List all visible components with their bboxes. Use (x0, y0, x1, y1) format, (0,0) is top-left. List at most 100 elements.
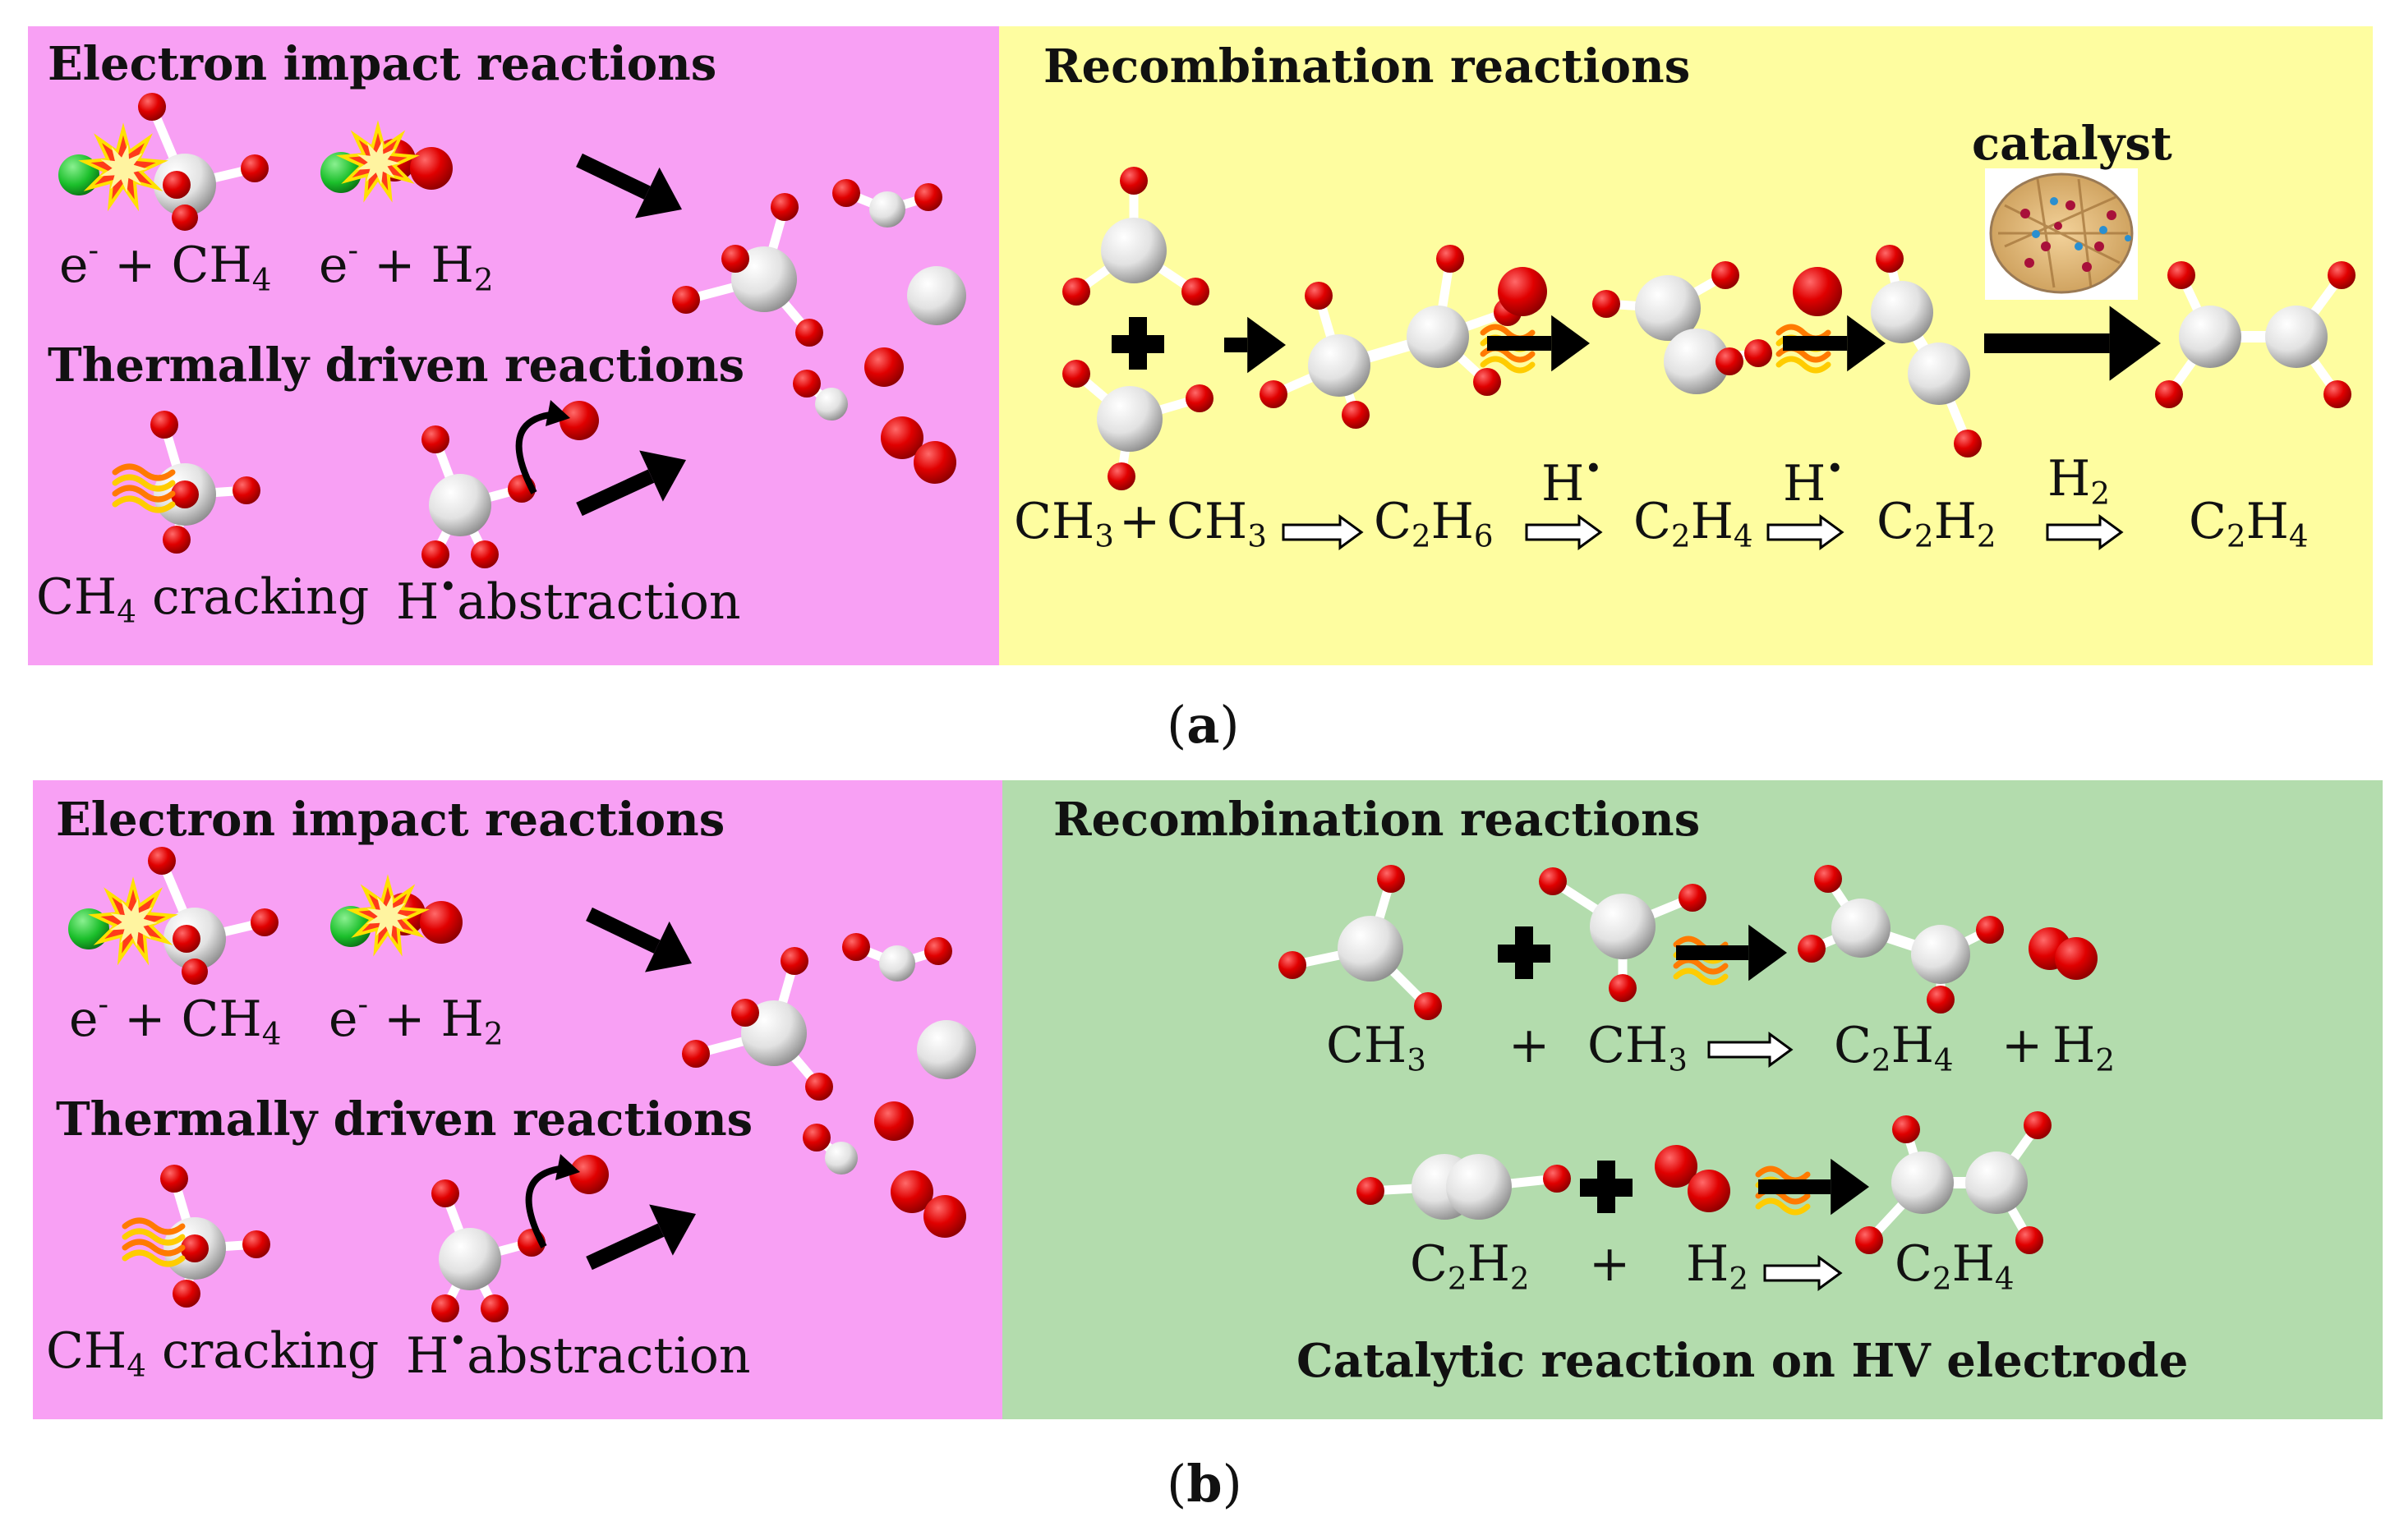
hydrogen-atom (1377, 865, 1405, 893)
hydrogen-atom (1855, 1226, 1883, 1254)
panel-a-spark-2 (336, 120, 420, 203)
panel-a-eq-plus: + (1119, 493, 1161, 550)
hydrogen-atom (1543, 1165, 1571, 1193)
panel-a-fragment-h2 (881, 416, 956, 484)
hydrogen-atom (1592, 290, 1620, 318)
hydrogen-atom (1186, 384, 1214, 412)
panel-a-eq-ch3-a: CH3 (1014, 493, 1114, 554)
hydrogen-atom (2155, 380, 2183, 408)
hydrogen-atom (1655, 1145, 1697, 1188)
hydrogen-atom (1793, 267, 1842, 316)
panel-a-white-arrow-4 (2046, 514, 2124, 550)
hydrogen-atom (1798, 935, 1826, 963)
hydrogen-atom (182, 958, 208, 985)
panel-b-plus-sign-1 (1498, 926, 1550, 979)
panel-a-ch4-electron (138, 93, 269, 231)
carbon-atom (1407, 306, 1469, 368)
hydrogen-atom (2055, 937, 2098, 980)
panel-b-recombination-header: Recombination reactions (1053, 793, 1701, 847)
panel-a-fragment-ch3 (672, 193, 823, 347)
hydrogen-atom (2328, 261, 2356, 289)
panel-a-eq-c2h2: C2H2 (1877, 493, 1996, 554)
hydrogen-atom (1414, 992, 1442, 1020)
hydrogen-atom (481, 1294, 509, 1322)
hydrogen-atom (793, 370, 821, 398)
hydrogen-atom (1609, 974, 1637, 1002)
panel-b-flame-1 (1673, 935, 1729, 986)
carbon-atom (1101, 218, 1167, 283)
panel-b-row1-c2h4: C2H4 (1834, 1017, 1954, 1078)
hydrogen-atom (431, 1294, 459, 1322)
panel-b-catalytic-footer: Catalytic reaction on HV electrode (1296, 1334, 2189, 1388)
hydrogen-atom (1356, 1177, 1384, 1205)
panel-a-c2h2 (1871, 245, 1982, 457)
hydrogen-atom (795, 319, 823, 347)
carbon-atom (1664, 329, 1729, 394)
panel-b-ch4-thermal (160, 1165, 270, 1308)
panel-a-ch3-abstraction (421, 425, 536, 568)
panel-b-fragment-h2 (891, 1170, 966, 1238)
panel-b-fragment-h (874, 1101, 914, 1141)
hydrogen-atom (471, 540, 499, 568)
panel-a-eq-c2h6: C2H6 (1374, 493, 1494, 554)
hydrogen-atom (805, 1073, 833, 1101)
catalyst-image (1985, 168, 2138, 300)
panel-b-spark-1 (88, 876, 178, 966)
panel-b-spark-2 (346, 874, 430, 957)
panel-b-white-arrow-2 (1763, 1255, 1843, 1291)
hydrogen-atom (1108, 462, 1135, 490)
panel-b-ch3-left (1278, 865, 1442, 1020)
carbon-atom (1908, 342, 1970, 405)
panel-b-thermal-header: Thermally driven reactions (56, 1092, 753, 1147)
panel-b-curved-arrow (525, 1154, 580, 1248)
carbon-atom (1097, 386, 1163, 452)
hydrogen-atom (2024, 1111, 2052, 1139)
panel-a-h2-released (1498, 267, 1547, 316)
catalyst-label: catalyst (1972, 117, 2172, 171)
panel-b-c2h4-final (1855, 1111, 2052, 1254)
carbon-atom (439, 1228, 501, 1290)
hydrogen-atom (138, 93, 166, 121)
panel-b-electron-impact-header: Electron impact reactions (56, 793, 725, 847)
hydrogen-atom (421, 540, 449, 568)
carbon-atom (1831, 899, 1891, 958)
panel-b-row1-ch3-a: CH3 (1326, 1017, 1426, 1078)
hydrogen-atom (1711, 261, 1739, 289)
hydrogen-atom (781, 947, 808, 975)
panel-b-fragment-ch3 (682, 947, 833, 1101)
hydrogen-atom (1976, 916, 2004, 944)
carbon-atom (1635, 275, 1701, 341)
hydrogen-atom (171, 480, 199, 508)
hydrogen-atom (923, 1195, 966, 1238)
hydrogen-atom (569, 1155, 609, 1194)
panel-b-caption: (b) (1167, 1454, 1242, 1514)
hydrogen-atom (410, 147, 453, 190)
panel-a-white-arrow-2 (1525, 514, 1603, 550)
hydrogen-atom (864, 347, 904, 387)
panel-b-white-arrow-1 (1707, 1032, 1794, 1068)
panel-a-electron-region (28, 26, 999, 665)
hydrogen-atom (1181, 278, 1209, 306)
carbon-atom (429, 474, 491, 536)
panel-b-row1-h2: H2 (2052, 1017, 2115, 1078)
hydrogen-atom (1679, 884, 1706, 912)
hydrogen-atom (1892, 1115, 1920, 1143)
panel-b-row1-plus: + (1508, 1017, 1550, 1074)
carbon-atom (2265, 306, 2328, 368)
panel-a-flame (112, 463, 176, 513)
panel-a-fragment-c (907, 266, 966, 325)
hydrogen-atom (1927, 986, 1955, 1014)
panel-a-ch4-thermal (150, 411, 260, 554)
panel-b-row1-plus-2: + (2001, 1017, 2043, 1074)
hydrogen-atom (721, 245, 749, 273)
carbon-atom (1965, 1152, 2028, 1214)
panel-a-spark-1 (78, 122, 168, 212)
panel-a-recombination-header: Recombination reactions (1043, 39, 1691, 94)
hydrogen-atom (163, 171, 191, 199)
panel-b-h2-product (2029, 927, 2098, 980)
hydrogen-atom (914, 441, 956, 484)
panel-b-arrow-1 (1676, 924, 1787, 981)
hydrogen-atom (1876, 245, 1904, 273)
hydrogen-atom (803, 1124, 831, 1152)
panel-a-abstracted-h (560, 401, 599, 440)
